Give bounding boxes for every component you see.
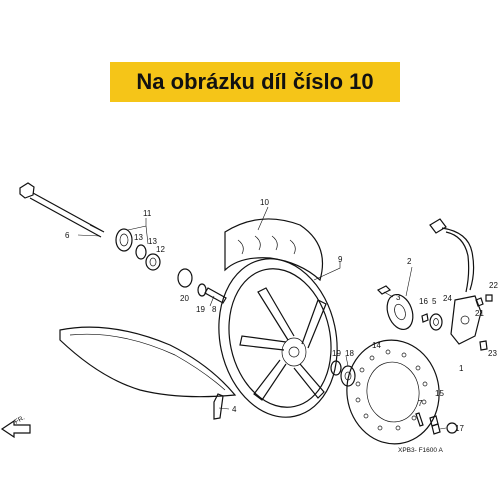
callout-22: 22 bbox=[489, 281, 498, 290]
callout-21: 21 bbox=[475, 309, 484, 318]
callout-23: 23 bbox=[488, 349, 497, 358]
callout-18: 18 bbox=[345, 349, 354, 358]
callout-7: 7 bbox=[418, 399, 423, 408]
part-number-banner: Na obrázku díl číslo 10 bbox=[110, 62, 400, 102]
fastener-bolts[interactable] bbox=[376, 285, 493, 435]
callout-4: 4 bbox=[232, 405, 237, 414]
seal-parts[interactable] bbox=[429, 313, 443, 331]
wheel-rim-part-9[interactable] bbox=[205, 248, 352, 429]
callout-3: 3 bbox=[396, 293, 401, 302]
callout-16: 16 bbox=[419, 297, 428, 306]
callout-24: 24 bbox=[443, 294, 452, 303]
pulser-part[interactable] bbox=[383, 291, 418, 333]
callout-6: 6 bbox=[65, 231, 70, 240]
callout-19a: 19 bbox=[196, 305, 205, 314]
callout-8: 8 bbox=[212, 305, 217, 314]
leader-lines bbox=[77, 206, 447, 430]
callout-11: 11 bbox=[143, 209, 152, 218]
callout-20: 20 bbox=[180, 294, 189, 303]
bearing-group[interactable] bbox=[115, 228, 161, 271]
callout-13a: 13 bbox=[134, 233, 143, 242]
callout-2: 2 bbox=[407, 257, 412, 266]
callout-1: 1 bbox=[459, 364, 464, 373]
callout-14: 14 bbox=[372, 341, 381, 350]
hub-bearings[interactable] bbox=[330, 360, 356, 387]
tire-part-10[interactable] bbox=[224, 218, 324, 282]
callout-19b: 19 bbox=[332, 349, 341, 358]
callout-17: 17 bbox=[455, 424, 464, 433]
front-marker-label: FR. bbox=[14, 414, 27, 425]
callout-12: 12 bbox=[156, 245, 165, 254]
callout-10: 10 bbox=[260, 198, 269, 207]
banner-text: Na obrázku díl číslo 10 bbox=[136, 69, 374, 94]
valve-part[interactable] bbox=[213, 393, 224, 420]
fender-panel[interactable] bbox=[59, 326, 237, 398]
callout-5: 5 bbox=[432, 297, 437, 306]
axle-part[interactable] bbox=[19, 182, 105, 238]
drawing-code: XPB3- F1600 A bbox=[398, 447, 443, 454]
front-direction-arrow bbox=[0, 419, 31, 439]
sensor-cable[interactable] bbox=[429, 218, 482, 345]
callout-15: 15 bbox=[435, 389, 444, 398]
brake-disc-part-14[interactable] bbox=[340, 334, 446, 450]
callout-13b: 13 bbox=[148, 237, 157, 246]
spacer-collar-group[interactable] bbox=[177, 268, 227, 304]
callout-9: 9 bbox=[338, 255, 343, 264]
